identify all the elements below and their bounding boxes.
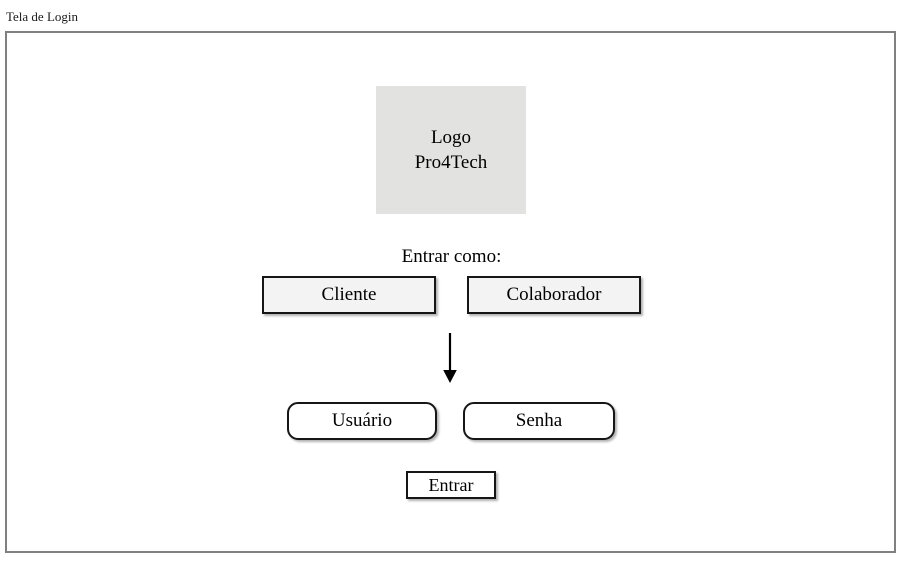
- logo-placeholder: Logo Pro4Tech: [376, 86, 526, 214]
- down-arrow-icon: [436, 332, 464, 384]
- role-button-cliente-label: Cliente: [321, 284, 377, 305]
- logo-label-line-2: Pro4Tech: [414, 152, 488, 173]
- password-field[interactable]: Senha: [463, 402, 615, 440]
- username-field-label: Usuário: [331, 410, 393, 431]
- submit-button[interactable]: Entrar: [406, 471, 496, 499]
- role-button-colaborador[interactable]: Colaborador: [467, 276, 641, 314]
- logo-label-line-1: Logo: [430, 127, 472, 148]
- down-arrow-glyph: [443, 333, 457, 383]
- username-field[interactable]: Usuário: [287, 402, 437, 440]
- role-prompt-label: Entrar como:: [401, 246, 502, 267]
- submit-button-label: Entrar: [428, 475, 474, 495]
- role-button-colaborador-label: Colaborador: [506, 284, 602, 305]
- diagram-caption: Tela de Login: [6, 9, 79, 24]
- role-button-cliente[interactable]: Cliente: [262, 276, 436, 314]
- password-field-label: Senha: [515, 410, 563, 431]
